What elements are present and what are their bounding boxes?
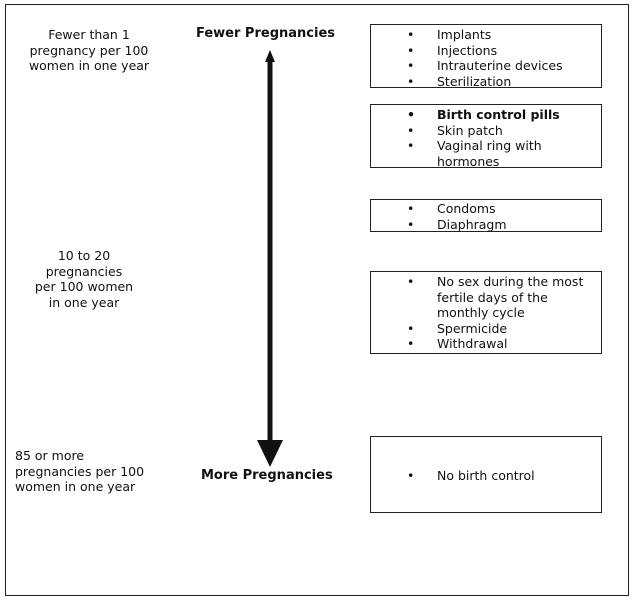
method-list: Birth control pills Skin patch Vaginal r… [371,107,601,169]
rate-line: women in one year [15,479,136,494]
method-box-hormonal: Birth control pills Skin patch Vaginal r… [370,104,602,169]
method-list: Implants Injections Intrauterine devices… [371,27,601,89]
rate-line: women in one year [28,58,150,73]
rate-label-middle: 10 to 20 pregnancies per 100 women in on… [14,248,154,310]
rate-line: pregnancy per 100 [29,42,149,58]
method-item: Diaphragm [371,217,601,233]
method-box-barrier: Condoms Diaphragm [370,199,602,232]
method-item: Withdrawal [371,336,601,352]
method-item: No birth control [371,468,601,484]
rate-label-bottom: 85 or more pregnancies per 100 women in … [15,448,175,495]
rate-line: 10 to 20 [57,248,111,263]
figure-frame [5,4,629,596]
method-item: Implants [371,27,601,43]
rate-line: per 100 women [34,279,134,294]
arrow-head-down [257,440,283,467]
axis-bottom-label: More Pregnancies [201,468,333,483]
method-item: Sterilization [371,74,601,90]
rate-line: Fewer than 1 [48,27,130,42]
method-item: Birth control pills [371,107,601,123]
method-item: No sex during the most fertile days of t… [371,274,601,321]
method-box-most-effective: Implants Injections Intrauterine devices… [370,24,602,89]
method-box-none: No birth control [370,436,602,513]
arrow-shaft [267,58,273,444]
method-item: Skin patch [371,123,601,139]
method-item: Spermicide [371,321,601,337]
rate-line: pregnancies [45,263,123,279]
method-item: Injections [371,43,601,59]
method-list: No birth control [371,468,601,484]
method-list: Condoms Diaphragm [371,201,601,232]
method-item: Condoms [371,201,601,217]
method-item: Vaginal ring with hormones [371,138,601,169]
method-list: No sex during the most fertile days of t… [371,274,601,352]
method-box-behavioral: No sex during the most fertile days of t… [370,271,602,354]
axis-top-label: Fewer Pregnancies [196,26,335,41]
rate-label-top: Fewer than 1 pregnancy per 100 women in … [14,27,164,74]
rate-line: pregnancies per 100 [15,463,145,479]
rate-line: in one year [48,294,120,310]
rate-line: 85 or more [15,448,85,463]
method-item: Intrauterine devices [371,58,601,74]
